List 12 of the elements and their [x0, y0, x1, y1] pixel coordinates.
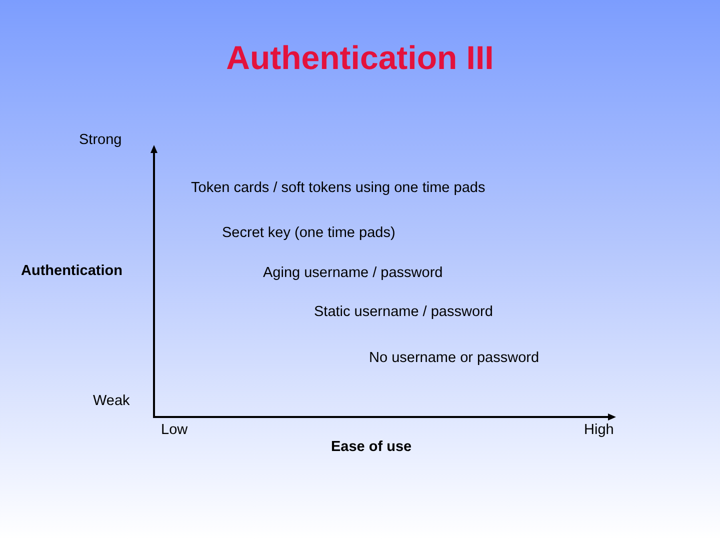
method-label: Secret key (one time pads): [222, 226, 396, 240]
method-label: Static username / password: [314, 305, 493, 320]
slide-title: Authentication III: [226, 39, 494, 76]
axis-title: Authentication: [21, 264, 122, 278]
axis-end-label: Low: [161, 423, 188, 438]
axis-end-label: Weak: [93, 394, 130, 408]
axis-end-label: High: [584, 423, 614, 438]
method-label: No username or password: [369, 351, 540, 366]
axis-title: Ease of use: [331, 440, 412, 454]
method-label: Token cards / soft tokens using one time pads: [191, 181, 486, 196]
method-label: Aging username / password: [263, 266, 443, 280]
axis-end-label: Strong: [79, 133, 122, 148]
